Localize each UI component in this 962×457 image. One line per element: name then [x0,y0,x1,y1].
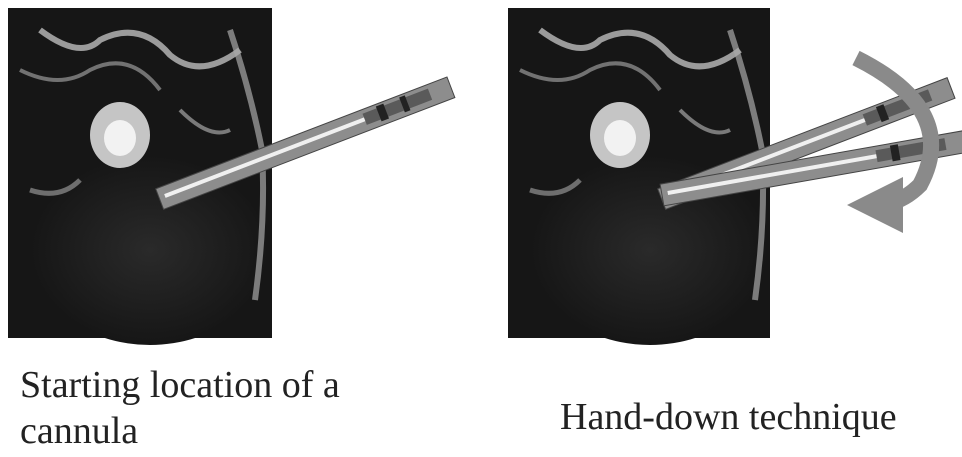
hand-down-technique-figure [480,0,962,457]
left-panel-caption: Starting location of a cannula [20,362,440,454]
hand-down-technique-panel [480,0,962,457]
right-panel-caption: Hand-down technique [560,394,960,440]
